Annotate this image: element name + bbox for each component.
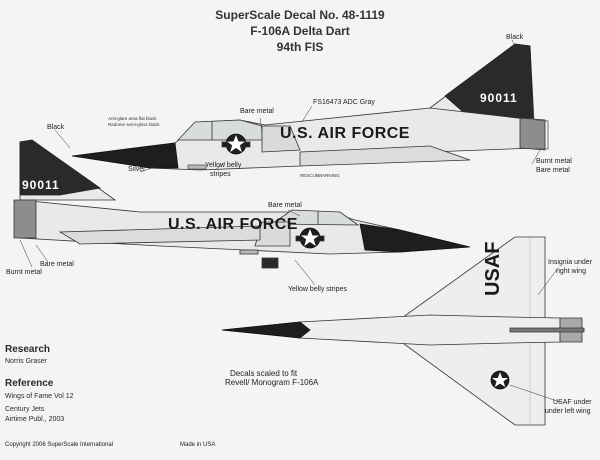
- top-exhaust: [519, 117, 546, 151]
- callout-silver: Silver: [128, 166, 146, 173]
- top-radome: [71, 142, 179, 169]
- top-fuselage-lettering: U.S. AIR FORCE: [280, 125, 410, 142]
- plan-radome: [221, 321, 311, 339]
- callout-yellow-belly-1: Yellow belly: [205, 162, 242, 169]
- decals-note-line1: Decals scaled to fit: [230, 369, 298, 378]
- top-canopy: [177, 119, 263, 141]
- side-view-top: [71, 43, 549, 171]
- callout-burnt-metal-right: Burnt metal: [536, 158, 572, 165]
- callout-antiglare: Anti-glare area flat black: [108, 116, 157, 121]
- bottom-exhaust: [13, 199, 37, 239]
- reference-line2: Century Jets: [5, 406, 45, 413]
- reference-line1: Wings of Fame Vol 12: [5, 393, 74, 400]
- decals-note-line2: Revell/ Monogram F-106A: [225, 378, 319, 387]
- reference-line3: Airtime Publ., 2003: [5, 416, 65, 423]
- callout-bare-metal-mid: Bare metal: [268, 202, 302, 209]
- bottom-tail-serial: 90011: [22, 178, 60, 192]
- top-tail-serial: 90011: [480, 91, 518, 105]
- plan-wing-usaf: USAF: [482, 241, 504, 296]
- footer-made-in: Made in USA: [180, 442, 216, 448]
- bottom-tail-black-panel: [19, 139, 102, 196]
- sheet-title-line2: F-106A Delta Dart: [250, 24, 350, 38]
- top-wing: [299, 145, 471, 167]
- side-view-bottom: [13, 139, 471, 269]
- callout-usaf-left-1: USAF under: [553, 399, 592, 406]
- plan-view: [221, 236, 585, 426]
- callout-burnt-metal-left: Burnt metal: [6, 269, 42, 276]
- callout-black-left: Black: [47, 124, 65, 131]
- callout-bare-metal-left: Bare metal: [40, 261, 74, 268]
- footer-copyright: Copyright 2006 SuperScale International: [5, 442, 114, 448]
- bottom-canopy: [270, 209, 360, 226]
- stencil-warning: WARNING: [318, 173, 340, 178]
- callout-bare-metal-top: Bare metal: [240, 108, 274, 115]
- top-intake: [261, 125, 301, 153]
- callout-gray: FS16473 ADC Gray: [313, 99, 375, 106]
- sheet-title-line3: 94th FIS: [276, 40, 324, 54]
- stencil-rescue: RESCUE: [300, 173, 319, 178]
- bottom-wing: [58, 225, 261, 245]
- callout-black-top: Black: [506, 34, 524, 41]
- research-name: Norris Graser: [5, 358, 48, 365]
- callout-insignia-right-1: Insignia under: [548, 259, 592, 266]
- callout-yellow-belly-stripes: Yellow belly stripes: [288, 286, 347, 293]
- callout-yellow-belly-2: stripes: [210, 171, 231, 178]
- research-heading: Research: [5, 344, 51, 355]
- callout-insignia-right-2: right wing: [556, 268, 586, 275]
- callout-bare-metal-right: Bare metal: [536, 167, 570, 174]
- bottom-fuselage-lettering: U.S. AIR FORCE: [168, 216, 298, 233]
- sheet-title-line1: SuperScale Decal No. 48-1119: [215, 8, 385, 22]
- bottom-radome: [359, 223, 471, 253]
- reference-heading: Reference: [5, 378, 54, 389]
- leader-lines: [19, 39, 561, 403]
- callout-radome: Radome semi-gloss black: [108, 122, 160, 127]
- callout-usaf-left-2: under left wing: [545, 408, 591, 415]
